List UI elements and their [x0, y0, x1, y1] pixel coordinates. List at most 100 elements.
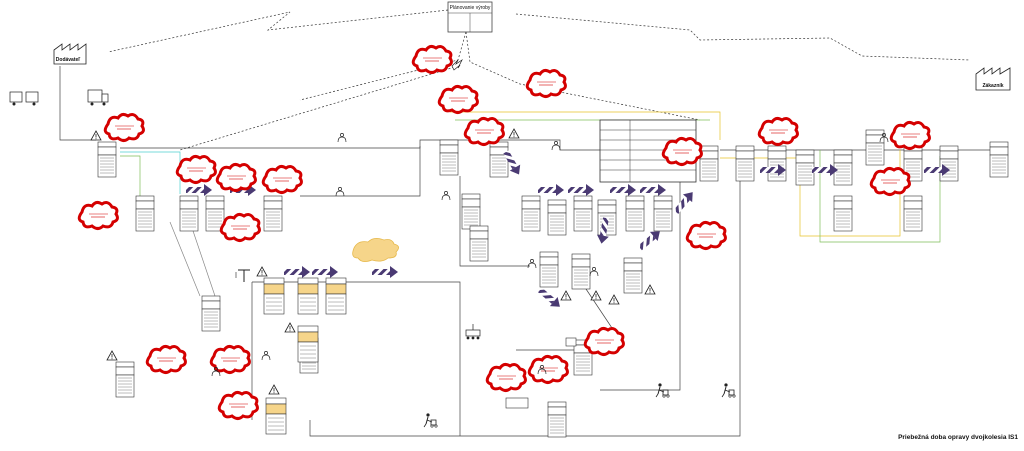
push-arrow-icon — [538, 184, 564, 196]
push-arrow-icon — [610, 184, 636, 196]
highlighted-process-box — [297, 325, 319, 363]
process-box — [767, 145, 787, 182]
kaizen-burst-icon — [661, 136, 703, 166]
push-arrow-icon — [284, 266, 310, 278]
kaizen-burst-icon — [583, 326, 625, 356]
warning-triangle-icon — [560, 290, 572, 301]
yellow-cloud-note — [352, 238, 399, 262]
process-box — [735, 145, 755, 182]
kaizen-burst-icon — [869, 166, 911, 196]
process-box — [833, 149, 853, 186]
kaizen-burst-icon — [261, 164, 303, 194]
warning-triangle-icon — [106, 350, 118, 361]
warning-triangle-icon — [508, 128, 520, 139]
process-box — [625, 195, 645, 232]
kaizen-burst-icon — [175, 154, 217, 184]
kaizen-burst-icon — [889, 120, 931, 150]
process-box — [939, 145, 959, 182]
process-box — [865, 129, 885, 166]
warning-triangle-icon — [256, 266, 268, 277]
kaizen-burst-icon — [685, 220, 727, 250]
warning-triangle-icon — [90, 130, 102, 141]
process-box — [699, 145, 719, 182]
storage-box — [505, 337, 577, 409]
kaizen-burst-icon — [217, 390, 259, 420]
operator-icon — [589, 267, 599, 277]
process-box — [521, 195, 541, 232]
kaizen-burst-icon — [209, 344, 251, 374]
forklift-icon — [423, 412, 438, 428]
process-box — [439, 139, 459, 176]
crane-icon — [235, 269, 250, 282]
push-arrow-icon — [536, 285, 564, 312]
operator-icon — [527, 259, 537, 269]
process-box — [547, 401, 567, 438]
process-box — [571, 253, 591, 290]
process-box — [489, 141, 509, 178]
process-box — [795, 149, 815, 186]
push-arrow-icon — [568, 184, 594, 196]
highlighted-process-box — [325, 277, 347, 315]
process-box — [201, 295, 221, 332]
process-box — [989, 141, 1009, 178]
kaizen-burst-icon — [411, 44, 453, 74]
push-arrow-icon — [640, 184, 666, 196]
highlighted-process-box — [297, 277, 319, 315]
diagram-caption: Priebežná doba opravy dvojkolesia IS1 — [898, 434, 1018, 441]
operator-icon — [551, 141, 561, 151]
process-box — [179, 195, 199, 232]
kaizen-burst-icon — [463, 116, 505, 146]
kaizen-burst-icon — [103, 112, 145, 142]
warning-triangle-icon — [608, 294, 620, 305]
kaizen-burst-icon — [527, 354, 569, 384]
customer-label: Zákazník — [982, 83, 1003, 89]
process-box — [653, 195, 673, 232]
kaizen-burst-icon — [525, 68, 567, 98]
process-box — [623, 257, 643, 294]
factory-icon: Zákazník — [975, 67, 1011, 91]
process-box — [903, 195, 923, 232]
kaizen-burst-icon — [215, 162, 257, 192]
kaizen-burst-icon — [145, 344, 187, 374]
process-box — [573, 195, 593, 232]
operator-icon — [337, 133, 347, 143]
kaizen-burst-icon — [219, 212, 261, 242]
equipment-icon — [465, 324, 481, 340]
lightning-arrow-icon — [451, 58, 463, 71]
production-control-box: Plánovanie výroby — [447, 1, 493, 33]
truck-icon — [9, 89, 109, 106]
operator-icon — [261, 351, 271, 361]
kaizen-burst-icon — [77, 200, 119, 230]
kaizen-burst-icon — [485, 362, 527, 392]
process-box — [97, 141, 117, 178]
process-box — [115, 361, 135, 398]
kaizen-burst-icon — [757, 116, 799, 146]
forklift-icon — [721, 382, 736, 398]
warning-triangle-icon — [590, 290, 602, 301]
kaizen-burst-icon — [437, 84, 479, 114]
highlighted-process-box — [263, 277, 285, 315]
process-box — [547, 199, 567, 236]
process-box — [539, 251, 559, 288]
operator-icon — [441, 191, 451, 201]
process-box — [833, 195, 853, 232]
highlighted-process-box — [265, 397, 287, 435]
warning-triangle-icon — [268, 384, 280, 395]
warning-triangle-icon — [644, 284, 656, 295]
warning-triangle-icon — [284, 322, 296, 333]
control-label: Plánovanie výroby — [450, 5, 491, 11]
push-arrow-icon — [671, 188, 698, 216]
supplier-label: Dodávateľ — [56, 57, 81, 63]
push-arrow-icon — [312, 266, 338, 278]
push-arrow-icon — [186, 184, 212, 196]
factory-icon: Dodávateľ — [53, 43, 87, 65]
process-box — [135, 195, 155, 232]
push-arrow-icon — [372, 266, 398, 278]
material-flow-lines — [59, 66, 990, 437]
process-box — [597, 199, 617, 236]
operator-icon — [335, 187, 345, 197]
process-box — [461, 193, 481, 230]
process-box — [263, 195, 283, 232]
process-box — [469, 225, 489, 262]
